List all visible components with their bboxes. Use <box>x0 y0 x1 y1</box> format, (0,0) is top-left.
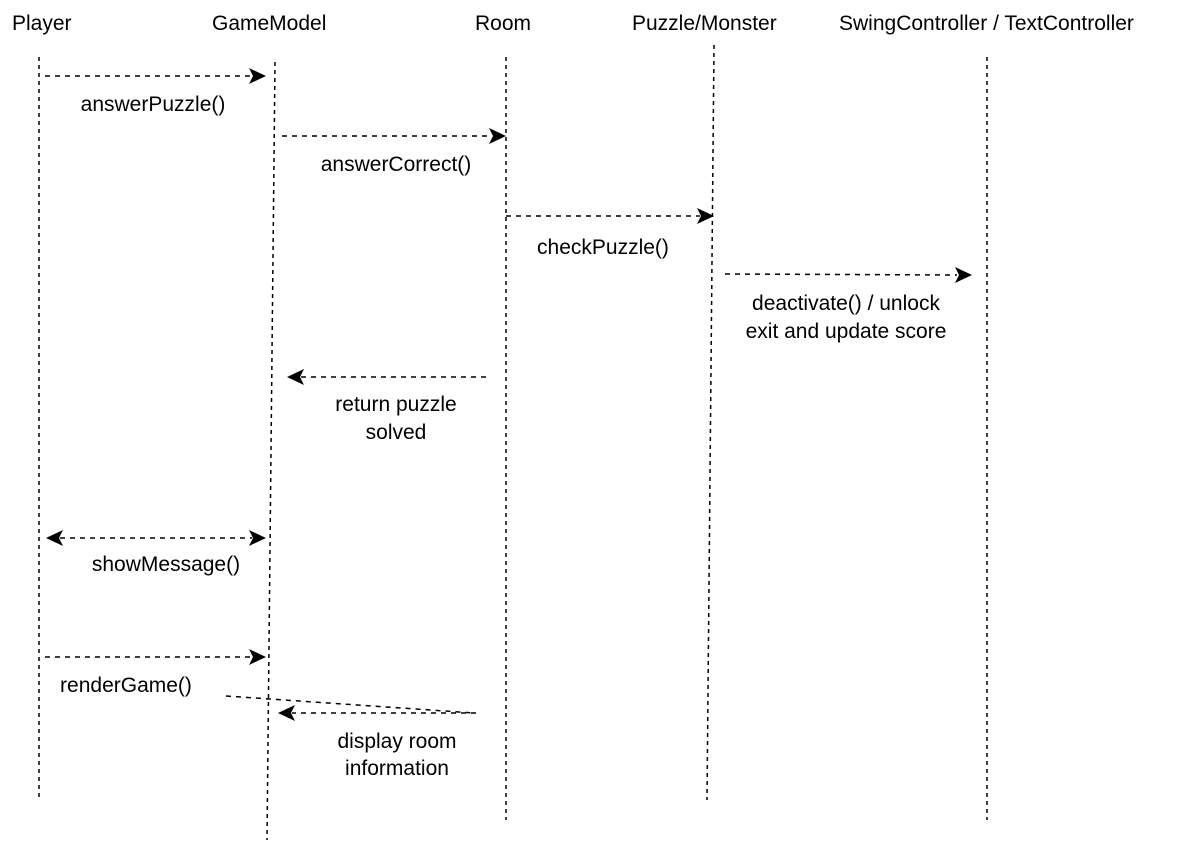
arrowhead <box>955 267 972 283</box>
message-label-display-room-line2: information <box>345 757 449 780</box>
arrowhead <box>249 68 266 84</box>
arrowhead-right <box>249 530 266 546</box>
dashed-connector <box>225 695 475 714</box>
arrowhead <box>249 649 266 665</box>
lifeline-gamemodel <box>266 61 276 841</box>
message-label-render-game: renderGame() <box>60 674 192 697</box>
message-label-answer-puzzle: answerPuzzle() <box>81 93 226 116</box>
message-label-check-puzzle: checkPuzzle() <box>537 236 669 259</box>
participant-gamemodel: GameModel <box>212 12 326 35</box>
arrowhead <box>697 208 714 224</box>
participant-puzzle-monster: Puzzle/Monster <box>632 12 777 35</box>
message-label-return-solved-line2: solved <box>366 421 427 444</box>
message-label-deactivate-line1: deactivate() / unlock <box>752 292 940 315</box>
message-label-return-solved-line1: return puzzle <box>335 393 456 416</box>
message-label-display-room-line1: display room <box>337 730 456 753</box>
message-label-deactivate-line2: exit and update score <box>746 320 947 343</box>
arrowhead-left <box>46 530 63 546</box>
participant-controller: SwingController / TextController <box>839 12 1134 35</box>
arrowhead <box>489 128 506 144</box>
arrowhead <box>278 705 295 721</box>
message-label-answer-correct: answerCorrect() <box>321 153 472 176</box>
participant-player: Player <box>12 12 72 35</box>
message-arrow-deactivate <box>724 273 958 276</box>
participant-room: Room <box>475 12 531 35</box>
message-label-show-message: showMessage() <box>92 553 240 576</box>
lifeline-puzzle-monster <box>706 44 715 801</box>
arrowhead <box>287 369 304 385</box>
